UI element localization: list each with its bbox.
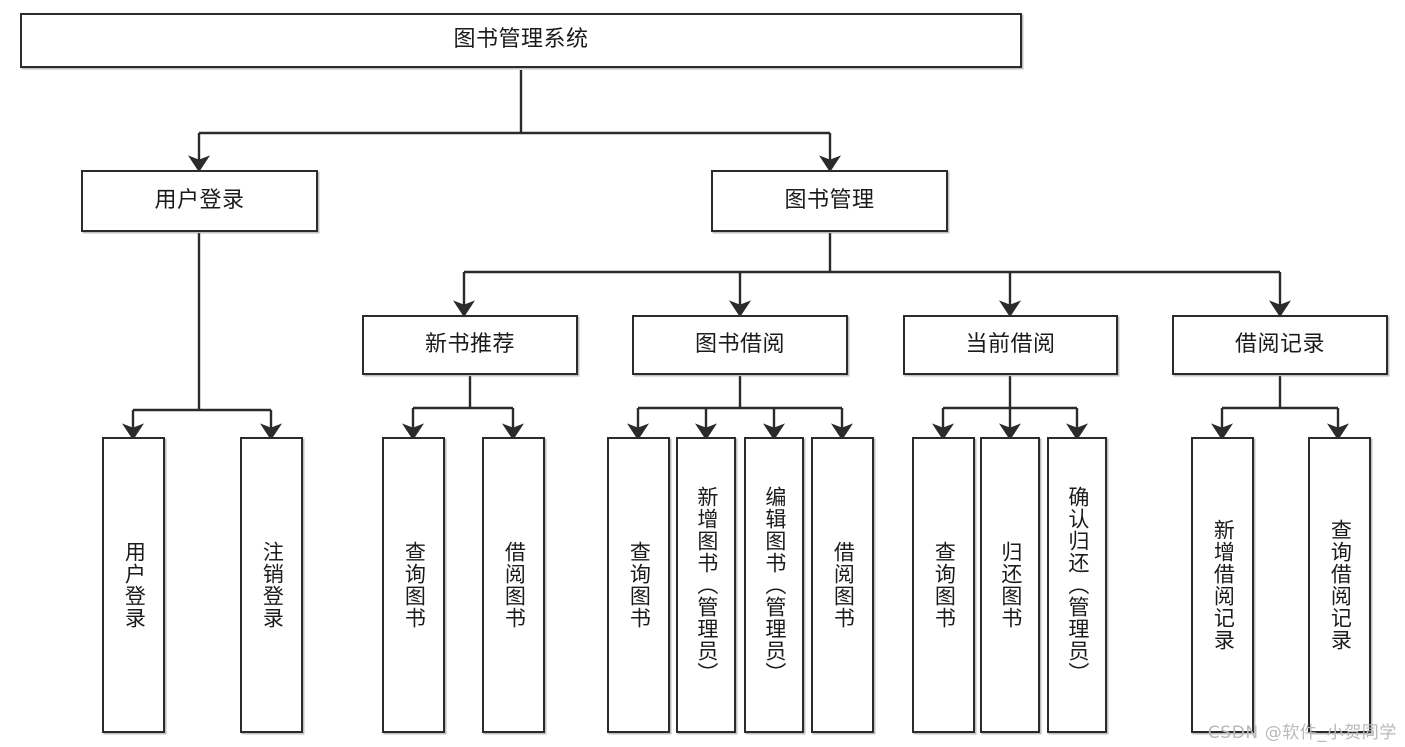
node-leaf-query-book-2-label: 查询图书 (627, 541, 652, 629)
node-leaf-logout-label: 注销登录 (260, 541, 285, 629)
node-new-book-recommend-label: 新书推荐 (424, 331, 515, 357)
node-leaf-query-book-2[interactable]: 查询图书 (607, 437, 670, 733)
node-leaf-user-login-label: 用户登录 (122, 541, 147, 629)
node-leaf-logout[interactable]: 注销登录 (240, 437, 303, 733)
node-leaf-query-book-1[interactable]: 查询图书 (382, 437, 445, 733)
edge-group-book-borrow (626, 376, 854, 441)
node-book-borrow[interactable]: 图书借阅 (632, 315, 848, 375)
node-book-management[interactable]: 图书管理 (711, 170, 948, 232)
node-root[interactable]: 图书管理系统 (20, 13, 1022, 68)
node-leaf-query-book-1-label: 查询图书 (402, 541, 427, 629)
node-leaf-return-book[interactable]: 归还图书 (980, 437, 1040, 733)
node-leaf-edit-book-label: 编辑图书（管理员） (762, 486, 787, 684)
node-current-borrow-label: 当前借阅 (965, 331, 1056, 357)
node-user-login[interactable]: 用户登录 (81, 170, 318, 232)
node-leaf-edit-book[interactable]: 编辑图书（管理员） (744, 437, 804, 733)
node-root-label: 图书管理系统 (453, 27, 589, 53)
node-user-login-label: 用户登录 (154, 187, 245, 213)
node-leaf-borrow-book-2-label: 借阅图书 (831, 541, 856, 629)
node-leaf-query-record-label: 查询借阅记录 (1328, 519, 1353, 651)
node-leaf-add-book-label: 新增图书（管理员） (694, 486, 719, 684)
edge-group-root (187, 70, 842, 173)
node-borrow-record-label: 借阅记录 (1234, 331, 1325, 357)
node-leaf-user-login[interactable]: 用户登录 (102, 437, 165, 733)
edge-group-user-login (121, 233, 283, 441)
node-leaf-borrow-book-2[interactable]: 借阅图书 (811, 437, 874, 733)
node-borrow-record[interactable]: 借阅记录 (1172, 315, 1388, 375)
node-book-borrow-label: 图书借阅 (694, 331, 785, 357)
edge-group-book-management (452, 233, 1292, 318)
node-leaf-add-record[interactable]: 新增借阅记录 (1191, 437, 1254, 733)
node-leaf-confirm-return-label: 确认归还（管理员） (1065, 486, 1090, 684)
node-leaf-borrow-book-1-label: 借阅图书 (502, 541, 527, 629)
node-leaf-return-book-label: 归还图书 (998, 541, 1023, 629)
node-leaf-confirm-return[interactable]: 确认归还（管理员） (1047, 437, 1107, 733)
node-new-book-recommend[interactable]: 新书推荐 (362, 315, 578, 375)
node-leaf-borrow-book-1[interactable]: 借阅图书 (482, 437, 545, 733)
edge-group-current-borrow (931, 376, 1089, 441)
edge-group-new-book-recommend (401, 376, 525, 441)
node-leaf-add-record-label: 新增借阅记录 (1211, 519, 1236, 651)
node-current-borrow[interactable]: 当前借阅 (903, 315, 1118, 375)
node-leaf-query-book-3[interactable]: 查询图书 (912, 437, 975, 733)
node-leaf-query-book-3-label: 查询图书 (932, 541, 957, 629)
edge-group-borrow-record (1210, 376, 1350, 441)
node-leaf-query-record[interactable]: 查询借阅记录 (1308, 437, 1371, 733)
node-leaf-add-book[interactable]: 新增图书（管理员） (676, 437, 736, 733)
node-book-management-label: 图书管理 (784, 187, 875, 213)
